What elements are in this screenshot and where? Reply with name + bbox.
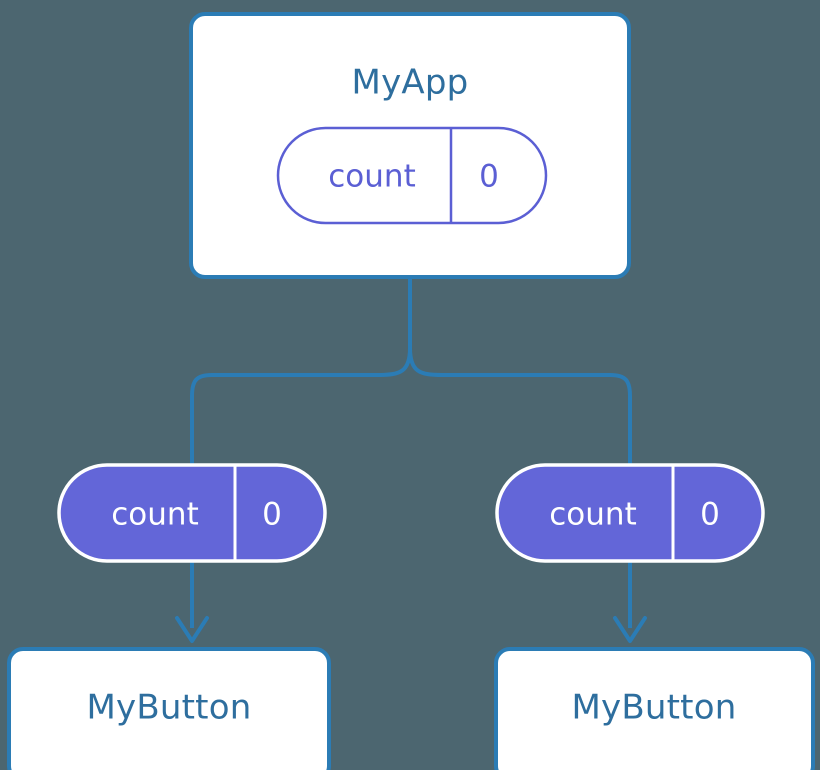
left-child-card-title: MyButton <box>87 688 252 728</box>
root-component-card[interactable]: MyApp count 0 <box>189 12 631 279</box>
left-prop-pill-background <box>57 463 327 563</box>
root-card-title: MyApp <box>352 63 469 103</box>
root-state-value: 0 <box>479 159 499 195</box>
left-arrow-head <box>175 616 209 643</box>
right-prop-value: 0 <box>700 497 720 533</box>
right-prop-pill-background <box>495 463 765 563</box>
right-branch-connector <box>408 346 632 466</box>
left-prop-pill[interactable]: count 0 <box>57 463 327 563</box>
root-state-pill-background <box>276 126 548 225</box>
left-prop-key: count <box>111 497 198 533</box>
right-child-card-background <box>494 647 815 770</box>
root-state-key: count <box>328 159 415 195</box>
right-child-card-title: MyButton <box>572 688 737 728</box>
right-prop-pill[interactable]: count 0 <box>495 463 765 563</box>
connector-group <box>175 278 647 643</box>
right-prop-key: count <box>549 497 636 533</box>
left-prop-value: 0 <box>262 497 282 533</box>
left-child-card-background <box>7 647 331 770</box>
right-child-card[interactable]: MyButton <box>494 647 815 770</box>
root-state-pill[interactable]: count 0 <box>276 126 548 225</box>
right-arrow-head <box>613 616 647 643</box>
left-child-card[interactable]: MyButton <box>7 647 331 770</box>
left-branch-connector <box>190 346 412 466</box>
